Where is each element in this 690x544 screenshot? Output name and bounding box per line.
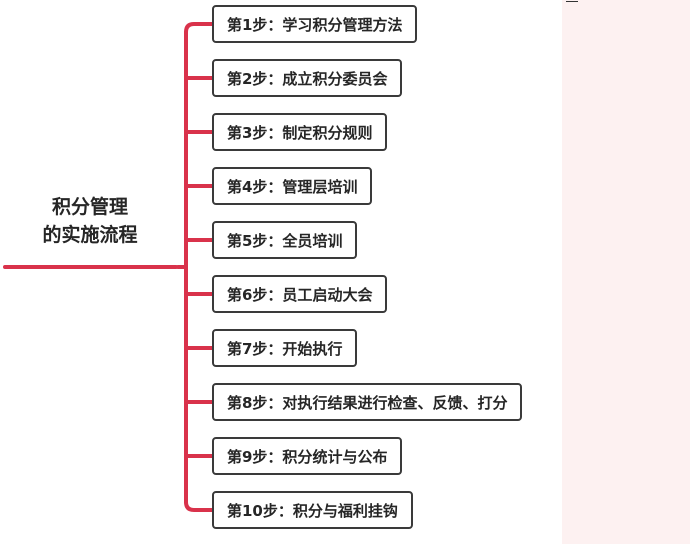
step-label: 第10步：积分与福利挂钩: [227, 501, 398, 520]
root-title-line2: 的实施流程: [42, 224, 138, 246]
step-box-4[interactable]: 第4步：管理层培训: [212, 167, 373, 205]
step-label: 第6步：员工启动大会: [227, 285, 373, 304]
step-box-9[interactable]: 第9步：积分统计与公布: [212, 437, 403, 475]
step-label: 第1步：学习积分管理方法: [227, 15, 403, 34]
root-underline: [3, 265, 178, 269]
step-box-1[interactable]: 第1步：学习积分管理方法: [212, 5, 418, 43]
branch-link-1: [184, 22, 214, 34]
step-box-7[interactable]: 第7步：开始执行: [212, 329, 358, 367]
step-label: 第4步：管理层培训: [227, 177, 358, 196]
root-node[interactable]: 积分管理 的实施流程: [10, 193, 170, 249]
step-label: 第2步：成立积分委员会: [227, 69, 388, 88]
step-box-6[interactable]: 第6步：员工启动大会: [212, 275, 388, 313]
right-panel: [562, 0, 690, 544]
step-label: 第9步：积分统计与公布: [227, 447, 388, 466]
corner-mark: [566, 1, 578, 2]
step-label: 第8步：对执行结果进行检查、反馈、打分: [227, 393, 508, 412]
step-label: 第5步：全员培训: [227, 231, 343, 250]
step-box-5[interactable]: 第5步：全员培训: [212, 221, 358, 259]
step-box-3[interactable]: 第3步：制定积分规则: [212, 113, 388, 151]
step-label: 第7步：开始执行: [227, 339, 343, 358]
step-box-2[interactable]: 第2步：成立积分委员会: [212, 59, 403, 97]
branch-link-10: [184, 500, 214, 512]
step-box-8[interactable]: 第8步：对执行结果进行检查、反馈、打分: [212, 383, 523, 421]
root-title-line1: 积分管理: [51, 196, 128, 218]
step-label: 第3步：制定积分规则: [227, 123, 373, 142]
step-box-10[interactable]: 第10步：积分与福利挂钩: [212, 491, 413, 529]
